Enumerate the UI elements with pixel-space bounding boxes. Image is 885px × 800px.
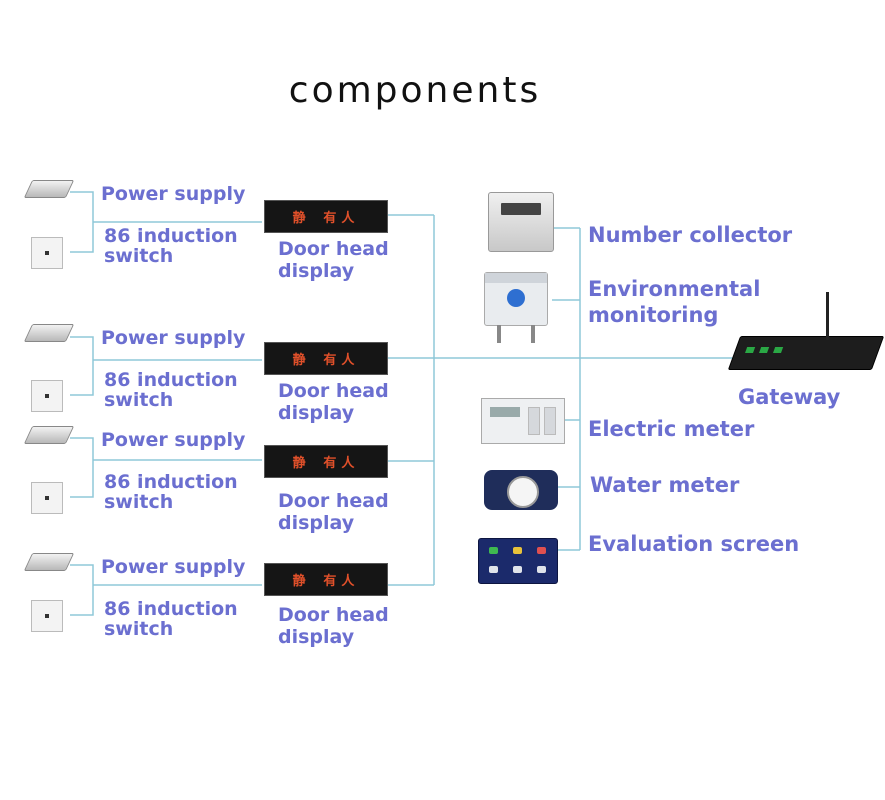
eval-button <box>537 547 546 554</box>
door-head-display-image: 静 有人 <box>264 342 388 375</box>
water-meter-dial <box>507 476 539 508</box>
power-supply-label: Power supply <box>101 429 246 451</box>
env-monitor-top <box>485 273 547 283</box>
meter-display <box>490 407 520 417</box>
water-meter-image <box>484 470 558 510</box>
number-collector-label: Number collector <box>588 223 793 247</box>
power-supply-image <box>23 553 75 571</box>
induction-switch-image <box>31 237 63 269</box>
eval-button <box>489 547 498 554</box>
power-supply-label: Power supply <box>101 556 246 578</box>
water-meter-label: Water meter <box>590 473 740 497</box>
eval-button <box>489 566 498 573</box>
env-monitor-sensor <box>507 289 525 307</box>
eval-button <box>537 566 546 573</box>
gateway-image <box>727 336 885 370</box>
induction-switch-image <box>31 600 63 632</box>
door-head-display-image: 静 有人 <box>264 563 388 596</box>
evaluation-screen-image <box>478 538 558 584</box>
power-supply-label: Power supply <box>101 327 246 349</box>
gateway-port <box>759 347 770 353</box>
env-monitor-leg <box>531 325 535 343</box>
induction-switch-image <box>31 380 63 412</box>
gateway-port <box>773 347 784 353</box>
gateway-port <box>745 347 756 353</box>
evaluation-screen-label: Evaluation screen <box>588 532 800 556</box>
induction-switch-image <box>31 482 63 514</box>
power-supply-label: Power supply <box>101 183 246 205</box>
eval-button <box>513 547 522 554</box>
meter-module <box>544 407 556 435</box>
eval-button <box>513 566 522 573</box>
environmental-monitor-image <box>484 272 548 343</box>
electric-meter-label: Electric meter <box>588 417 755 441</box>
gateway-label: Gateway <box>738 385 841 409</box>
number-collector-image <box>488 192 554 252</box>
page-title: components <box>288 70 542 111</box>
power-supply-image <box>23 426 75 444</box>
meter-module <box>528 407 540 435</box>
power-supply-image <box>23 324 75 342</box>
door-head-display-image: 静 有人 <box>264 445 388 478</box>
env-monitor-leg <box>497 325 501 343</box>
door-head-display-image: 静 有人 <box>264 200 388 233</box>
power-supply-image <box>23 180 75 198</box>
gateway-antenna <box>826 292 829 340</box>
electric-meter-image <box>481 398 565 444</box>
collector-screen <box>501 203 541 215</box>
